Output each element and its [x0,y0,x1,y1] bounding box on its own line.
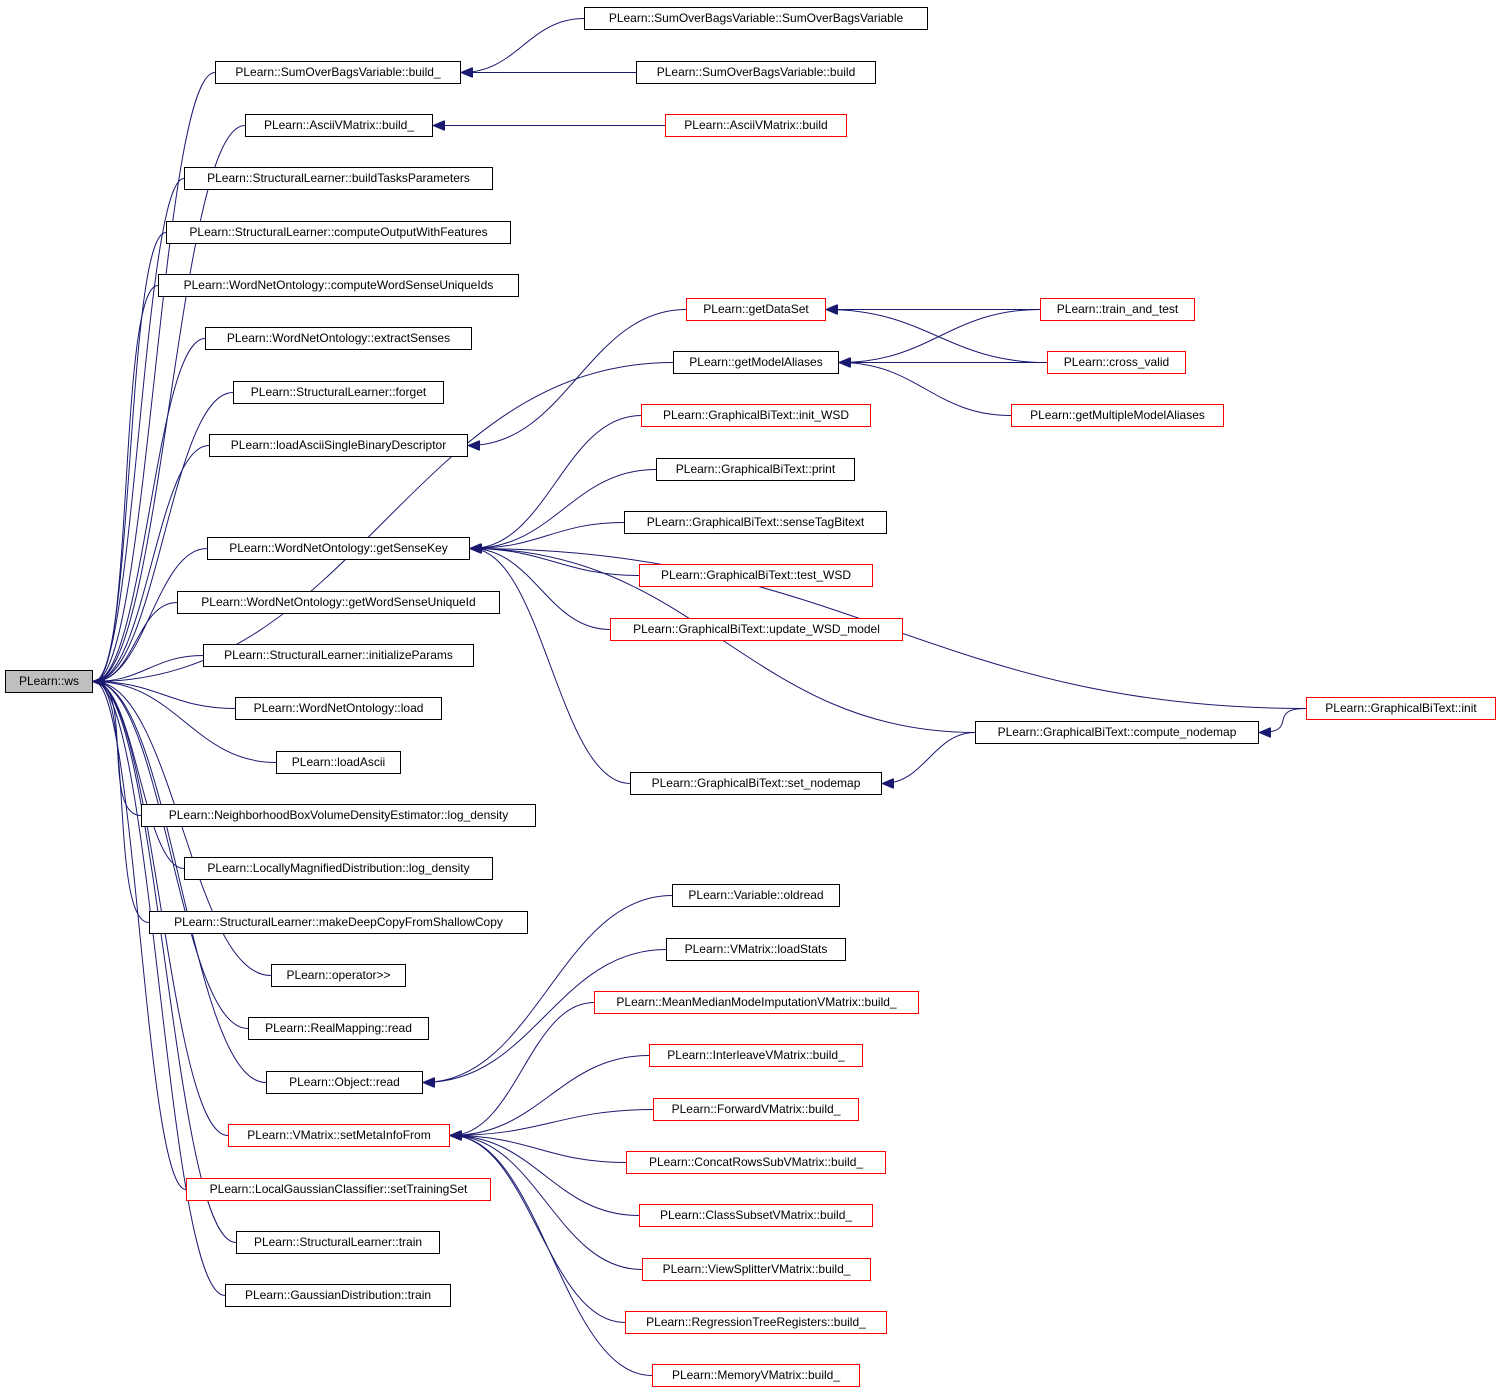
node-wordnetontology-getsensekey[interactable]: PLearn::WordNetOntology::getSenseKey [207,537,470,560]
node-realmapping-read[interactable]: PLearn::RealMapping::read [248,1017,429,1040]
node-getmodelaliases[interactable]: PLearn::getModelAliases [673,351,839,374]
node-structurallearner-makedeepcopyfromshallowcopy[interactable]: PLearn::StructuralLearner::makeDeepCopyF… [149,911,528,934]
edge-gd_train-to-ws [94,682,226,1296]
node-getmultiplemodelaliases[interactable]: PLearn::getMultipleModelAliases [1011,404,1224,427]
edge-regtree_build_-to-vm_setMetaInfoFrom [451,1136,626,1323]
edge-getMultipleModelAliases-to-getModelAliases [840,363,1012,416]
edge-gbt_update-to-wno_getSenseKey [471,549,611,630]
node-graphicalbitext-test-wsd[interactable]: PLearn::GraphicalBiText::test_WSD [639,564,873,587]
edge-getModelAliases-to-ws [94,362,674,682]
edge-sl_train-to-ws [94,682,237,1243]
edge-sobv_build_-to-ws [94,72,216,682]
edge-getDataSet-to-loadAsciiSBD [469,309,687,446]
node-graphicalbitext-set-nodemap[interactable]: PLearn::GraphicalBiText::set_nodemap [630,772,882,795]
edge-loadAsciiSBD-to-ws [94,445,210,682]
node-structurallearner-train[interactable]: PLearn::StructuralLearner::train [236,1231,440,1254]
node-memoryvmatrix-build-underscore[interactable]: PLearn::MemoryVMatrix::build_ [652,1364,860,1387]
edge-obj_read-to-ws [94,682,267,1083]
edge-sl_buildTasks-to-ws [94,178,185,682]
edge-sl_forget-to-ws [94,392,234,682]
node-sumoverbagsvariable-constructor[interactable]: PLearn::SumOverBagsVariable::SumOverBags… [584,7,928,30]
node-classsubsetvmatrix-build-underscore[interactable]: PLearn::ClassSubsetVMatrix::build_ [639,1204,873,1227]
edge-mmmi_build_-to-vm_setMetaInfoFrom [451,1002,595,1136]
node-locallymagnifieddistribution-log-density[interactable]: PLearn::LocallyMagnifiedDistribution::lo… [184,857,493,880]
node-cross-valid[interactable]: PLearn::cross_valid [1047,351,1186,374]
node-vmatrix-loadstats[interactable]: PLearn::VMatrix::loadStats [666,938,846,961]
edge-lgc_setTrainingSet-to-ws [94,682,187,1190]
edge-sl_computeOutput-to-ws [94,232,167,682]
node-graphicalbitext-sensetagbitext[interactable]: PLearn::GraphicalBiText::senseTagBitext [624,511,887,534]
node-graphicalbitext-update-wsd-model[interactable]: PLearn::GraphicalBiText::update_WSD_mode… [610,618,903,641]
edge-var_oldread-to-obj_read [424,895,673,1083]
edge-classsubset_build_-to-vm_setMetaInfoFrom [451,1136,640,1216]
node-wordnetontology-extractsenses[interactable]: PLearn::WordNetOntology::extractSenses [205,327,472,350]
node-structurallearner-computeoutputwithfeatures[interactable]: PLearn::StructuralLearner::computeOutput… [166,221,511,244]
edge-gbt_set_nodemap-to-wno_getSenseKey [471,549,631,784]
node-graphicalbitext-init-wsd[interactable]: PLearn::GraphicalBiText::init_WSD [641,404,871,427]
node-meanmedianmodeimputationvmatrix-build-underscore[interactable]: PLearn::MeanMedianModeImputationVMatrix:… [594,991,919,1014]
node-structurallearner-buildtasksparameters[interactable]: PLearn::StructuralLearner::buildTasksPar… [184,167,493,190]
node-operator-rshift[interactable]: PLearn::operator>> [271,964,406,987]
node-variable-oldread[interactable]: PLearn::Variable::oldread [672,884,840,907]
edge-train_and_test-to-getModelAliases [840,309,1041,363]
edge-interleave_build_-to-vm_setMetaInfoFrom [451,1055,650,1136]
edge-rm_read-to-ws [94,682,249,1029]
node-graphicalbitext-print[interactable]: PLearn::GraphicalBiText::print [656,458,855,481]
edge-cross_valid-to-getDataSet [827,310,1048,363]
node-loadascii[interactable]: PLearn::loadAscii [276,751,401,774]
edge-concat_build_-to-vm_setMetaInfoFrom [451,1136,627,1163]
node-getdataset[interactable]: PLearn::getDataSet [686,298,826,321]
node-train-and-test[interactable]: PLearn::train_and_test [1040,298,1195,321]
node-neighborhoodboxvolumedensityestimator-log-density[interactable]: PLearn::NeighborhoodBoxVolumeDensityEsti… [141,804,536,827]
edge-vm_setMetaInfoFrom-to-ws [94,682,229,1136]
edge-gbt_senseTag-to-wno_getSenseKey [471,522,625,549]
edge-operator_rshift-to-ws [94,682,272,976]
node-wordnetontology-load[interactable]: PLearn::WordNetOntology::load [235,697,442,720]
node-vmatrix-setmetainfofrom[interactable]: PLearn::VMatrix::setMetaInfoFrom [228,1124,450,1147]
edge-gbt_print-to-wno_getSenseKey [471,469,657,549]
node-forwardvmatrix-build-underscore[interactable]: PLearn::ForwardVMatrix::build_ [653,1098,859,1121]
edge-wno_computeIds-to-ws [94,285,159,682]
edge-loadAscii-to-ws [94,682,277,763]
node-wordnetontology-computewordsenseuniqueids[interactable]: PLearn::WordNetOntology::computeWordSens… [158,274,519,297]
node-structurallearner-forget[interactable]: PLearn::StructuralLearner::forget [233,381,444,404]
edge-sl_deepcopy-to-ws [94,682,150,923]
node-gaussiandistribution-train[interactable]: PLearn::GaussianDistribution::train [225,1284,451,1307]
edge-sl_initParams-to-ws [94,655,204,682]
edge-vm_loadStats-to-obj_read [424,949,667,1083]
node-ws-root: PLearn::ws [5,670,93,693]
edge-wno_extract-to-ws [94,338,206,682]
node-concatrowssubvmatrix-build-underscore[interactable]: PLearn::ConcatRowsSubVMatrix::build_ [626,1151,886,1174]
node-graphicalbitext-compute-nodemap[interactable]: PLearn::GraphicalBiText::compute_nodemap [975,721,1259,744]
node-structurallearner-initializeparams[interactable]: PLearn::StructuralLearner::initializePar… [203,644,474,667]
edge-gbt_test_wsd-to-wno_getSenseKey [471,549,640,576]
node-localgaussianclassifier-settrainingset[interactable]: PLearn::LocalGaussianClassifier::setTrai… [186,1178,491,1201]
node-sumoverbagsvariable-build-underscore[interactable]: PLearn::SumOverBagsVariable::build_ [215,61,461,84]
edge-wno_load-to-ws [94,682,236,709]
node-regressiontreeregisters-build-underscore[interactable]: PLearn::RegressionTreeRegisters::build_ [625,1311,887,1334]
edge-wno_getWordSenseId-to-ws [94,602,178,682]
edge-forward_build_-to-vm_setMetaInfoFrom [451,1109,654,1136]
node-wordnetontology-getwordsenseuniqueid[interactable]: PLearn::WordNetOntology::getWordSenseUni… [177,591,500,614]
node-asciivmatrix-build[interactable]: PLearn::AsciiVMatrix::build [665,114,847,137]
node-graphicalbitext-init[interactable]: PLearn::GraphicalBiText::init [1306,697,1496,720]
node-object-read[interactable]: PLearn::Object::read [266,1071,423,1094]
edge-gbt_init-to-gbt_compute_nodemap [1260,708,1307,733]
edge-viewsplitter_build_-to-vm_setMetaInfoFrom [451,1136,643,1270]
edge-gbt_init_wsd-to-wno_getSenseKey [471,415,642,549]
node-asciivmatrix-build-underscore[interactable]: PLearn::AsciiVMatrix::build_ [245,114,433,137]
node-viewsplittervmatrix-build-underscore[interactable]: PLearn::ViewSplitterVMatrix::build_ [642,1258,871,1281]
node-sumoverbagsvariable-build[interactable]: PLearn::SumOverBagsVariable::build [636,61,876,84]
edge-sobv_ctor-to-sobv_build_ [462,18,585,73]
edge-memory_build_-to-vm_setMetaInfoFrom [451,1136,653,1376]
edge-ascii_build_-to-ws [94,125,246,682]
node-interleavevmatrix-build-underscore[interactable]: PLearn::InterleaveVMatrix::build_ [649,1044,863,1067]
node-loadasciisinglebinarydescriptor[interactable]: PLearn::loadAsciiSingleBinaryDescriptor [209,434,468,457]
edge-gbt_compute_nodemap-to-gbt_set_nodemap [883,732,976,784]
